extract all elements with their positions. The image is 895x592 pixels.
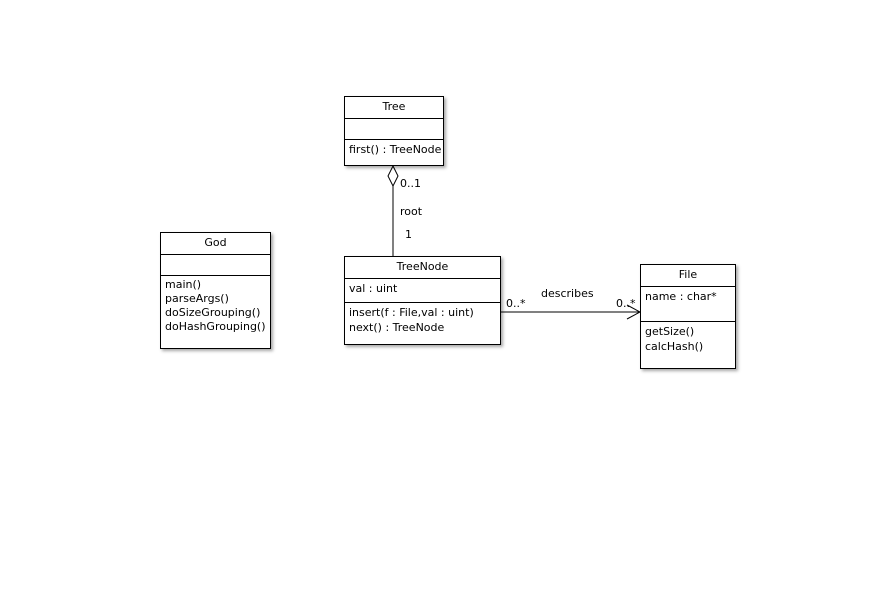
class-name: Tree	[345, 97, 443, 119]
aggregation-diamond-icon	[387, 164, 399, 188]
attributes-compartment: val : uint	[345, 279, 500, 303]
operations-compartment: main() parseArgs() doSizeGrouping() doHa…	[161, 276, 270, 336]
attribute: val : uint	[349, 282, 398, 295]
operation: parseArgs()	[165, 292, 229, 305]
operation: first() : TreeNode	[349, 143, 442, 156]
operation: calcHash()	[645, 340, 704, 353]
association-name: describes	[541, 287, 594, 300]
class-file[interactable]: File name : char* getSize() calcHash()	[640, 264, 736, 369]
operation: doSizeGrouping()	[165, 306, 261, 319]
class-god[interactable]: God main() parseArgs() doSizeGrouping() …	[160, 232, 271, 349]
class-name: File	[641, 265, 735, 287]
operations-compartment: getSize() calcHash()	[641, 322, 735, 356]
operations-compartment: first() : TreeNode	[345, 140, 443, 159]
operation: doHashGrouping()	[165, 320, 266, 333]
class-treenode[interactable]: TreeNode val : uint insert(f : File,val …	[344, 256, 501, 345]
operation: main()	[165, 278, 202, 291]
role-label: root	[400, 205, 423, 218]
source-multiplicity: 0..*	[506, 297, 526, 310]
tree-multiplicity: 0..1	[400, 177, 421, 190]
class-name: God	[161, 233, 270, 255]
operation: insert(f : File,val : uint)	[349, 306, 474, 319]
class-name: TreeNode	[345, 257, 500, 279]
operations-compartment: insert(f : File,val : uint) next() : Tre…	[345, 303, 500, 337]
target-multiplicity: 0..*	[616, 297, 636, 310]
attributes-compartment	[161, 255, 270, 276]
attributes-compartment: name : char*	[641, 287, 735, 322]
operation: getSize()	[645, 325, 695, 338]
treenode-multiplicity: 1	[405, 228, 412, 241]
operation: next() : TreeNode	[349, 321, 445, 334]
attributes-compartment	[345, 119, 443, 140]
attribute: name : char*	[645, 290, 717, 303]
class-tree[interactable]: Tree first() : TreeNode	[344, 96, 444, 166]
